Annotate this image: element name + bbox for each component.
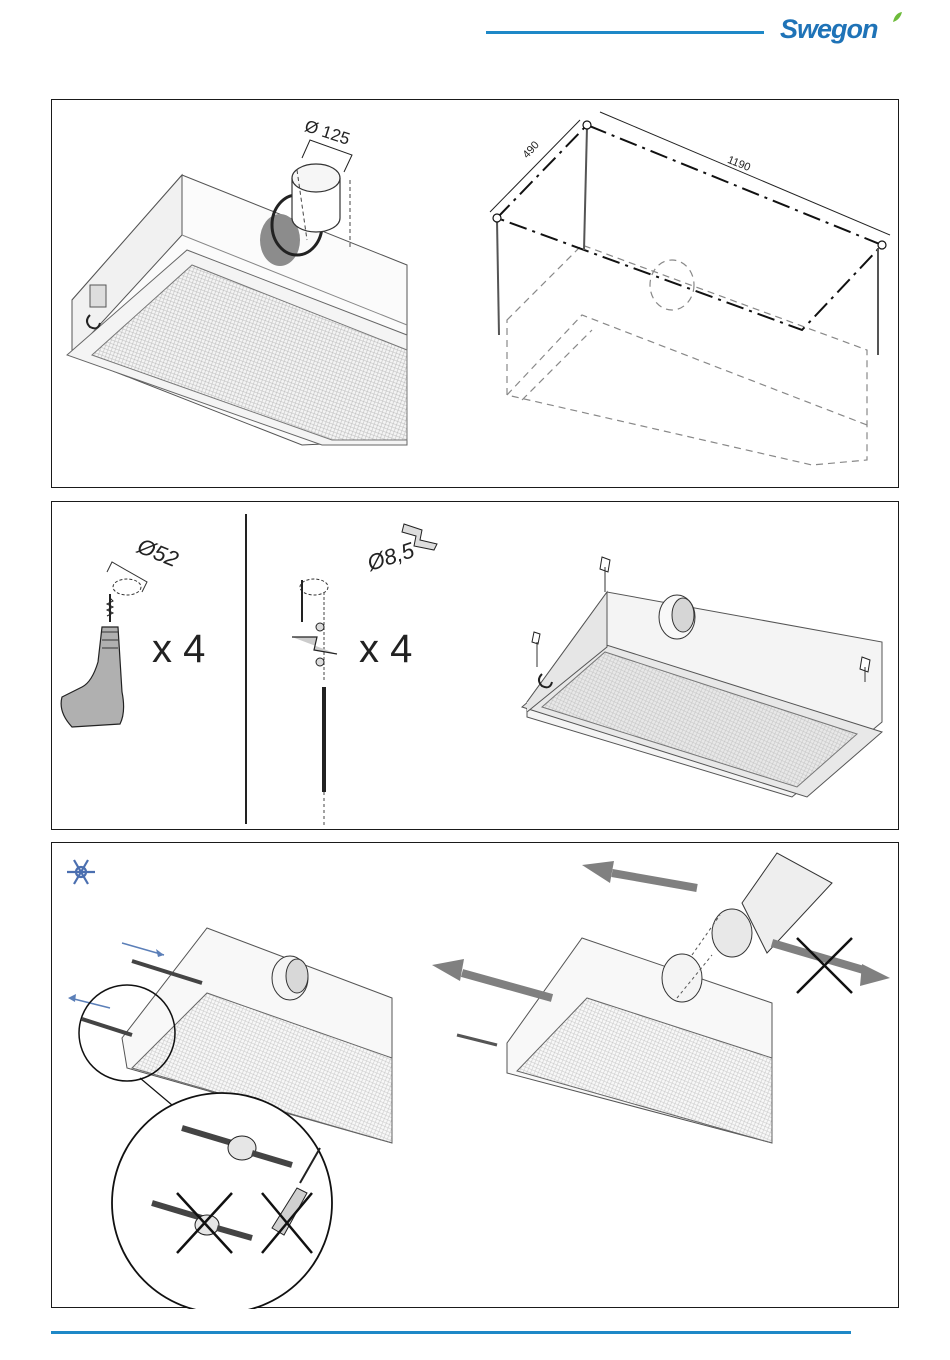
suspended-unit-illustration <box>52 502 900 831</box>
header-rule <box>486 31 764 34</box>
suspension-layout-illustration <box>52 100 900 489</box>
panel-installation-hardware: Ø52 x 4 Ø8,5 x 4 <box>51 501 899 830</box>
panel-water-and-duct-connection <box>51 842 899 1308</box>
footer-rule <box>51 1331 851 1334</box>
brand-logo: Swegon <box>780 14 878 45</box>
panel-mounting-dimensions: Ø 125 490 1190 <box>51 99 899 488</box>
duct-connection-illustration <box>52 843 900 1309</box>
